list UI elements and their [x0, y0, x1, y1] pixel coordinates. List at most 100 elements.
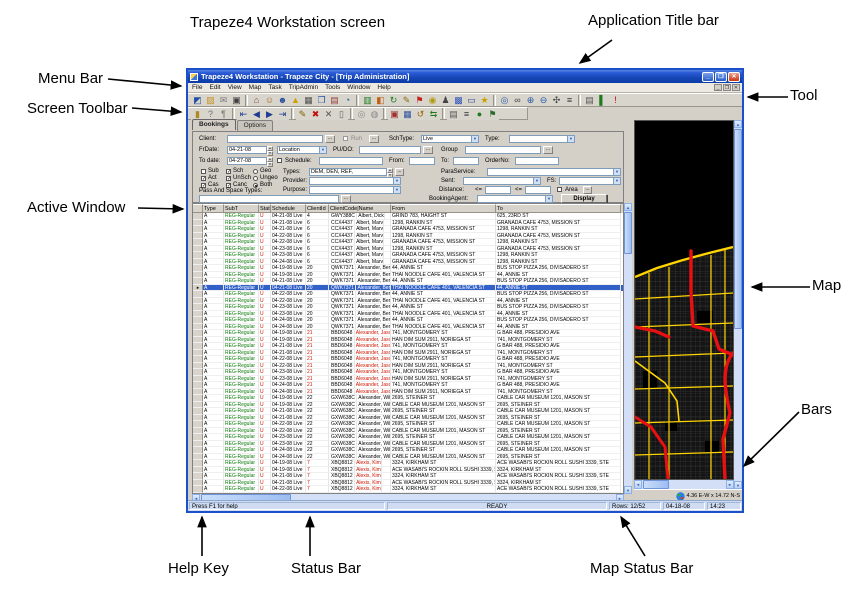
frdate-input[interactable]: 04-21-08	[227, 146, 267, 154]
menu-item-edit[interactable]: Edit	[209, 84, 221, 91]
chevron-down-icon[interactable]: ▼	[319, 147, 326, 153]
pushpin-icon[interactable]: ◉	[426, 94, 439, 106]
zoom-in-icon[interactable]: ⊕	[524, 94, 537, 106]
run-lookup-button[interactable]: ...	[369, 135, 379, 143]
scheduling-table-icon[interactable]: ▩	[452, 94, 465, 106]
copy-run-icon[interactable]: ❐	[315, 94, 328, 106]
orderno-input[interactable]	[515, 157, 559, 165]
calendar-icon[interactable]: ▤	[328, 94, 341, 106]
chevron-down-icon[interactable]: ▼	[533, 178, 540, 184]
transfer-icon[interactable]: ⇆	[427, 107, 440, 120]
distance-min-input[interactable]	[485, 186, 511, 194]
chevron-down-icon[interactable]: ▼	[393, 187, 400, 193]
group-icon[interactable]: ♟	[439, 94, 452, 106]
radio-ungeo[interactable]: Ungeo	[253, 175, 278, 181]
new-record-icon[interactable]: ▯	[335, 107, 348, 120]
menu-item-tripadmin[interactable]: TripAdmin	[288, 84, 319, 91]
pan-icon[interactable]: ✣	[550, 94, 563, 106]
alert-icon[interactable]: !	[609, 94, 622, 106]
warning-icon[interactable]: ▲	[289, 94, 302, 106]
menu-item-map[interactable]: Map	[248, 84, 262, 91]
sent-select[interactable]: ▼	[463, 177, 541, 185]
group-lookup-button[interactable]: ...	[543, 146, 553, 154]
types-spinner[interactable]: ▲▼	[387, 168, 393, 178]
monitor-icon[interactable]: ▣	[230, 94, 243, 106]
last-record-icon[interactable]: ⇥	[276, 107, 289, 120]
chevron-down-icon[interactable]: ▼	[567, 136, 574, 142]
refresh-icon[interactable]: ↻	[387, 94, 400, 106]
mdi-minimize-button[interactable]: _	[714, 84, 722, 91]
spin-up-icon[interactable]: ▲	[267, 146, 273, 151]
tab-options[interactable]: Options	[236, 120, 274, 131]
area-checkbox[interactable]	[557, 187, 562, 192]
menu-item-tools[interactable]: Tools	[325, 84, 341, 91]
checkbox-sch[interactable]: ✓Sch	[226, 168, 243, 174]
menu-item-window[interactable]: Window	[347, 84, 371, 91]
geocode-icon[interactable]: ●	[473, 107, 486, 120]
checkbox-icon[interactable]: ✓	[201, 175, 207, 182]
spin-up-icon[interactable]: ▲	[267, 157, 273, 162]
client-lookup-button[interactable]: ...	[325, 135, 335, 143]
purpose-select[interactable]: ▼	[309, 186, 401, 194]
radio-icon[interactable]	[253, 168, 258, 174]
zoom-out-icon[interactable]: ⊖	[537, 94, 550, 106]
mdi-close-button[interactable]: ✕	[732, 84, 740, 91]
radio-icon[interactable]	[253, 175, 258, 181]
area-lookup-button[interactable]: ...	[583, 186, 592, 194]
flag-icon[interactable]: ⚑	[413, 94, 426, 106]
edit-trip-icon[interactable]: ✎	[400, 94, 413, 106]
find-icon[interactable]: ◎	[498, 94, 511, 106]
schedule-input[interactable]	[319, 157, 383, 165]
frdate-spinner[interactable]: ▲▼	[267, 146, 273, 156]
types-input[interactable]: DEM, DEN, REF,	[309, 168, 387, 176]
menu-item-task[interactable]: Task	[268, 84, 282, 91]
chevron-down-icon[interactable]: ▼	[471, 136, 478, 142]
grid-icon[interactable]: ▦	[302, 94, 315, 106]
chevron-down-icon[interactable]: ▼	[613, 169, 620, 175]
pudo-lookup-button[interactable]: ...	[423, 146, 433, 154]
chevron-down-icon[interactable]: ▼	[393, 178, 400, 184]
menu-item-file[interactable]: File	[192, 84, 203, 91]
type-select[interactable]: ▼	[509, 135, 575, 143]
client-icon[interactable]: ☺	[263, 94, 276, 106]
scroll-thumb[interactable]	[643, 480, 669, 489]
bookingagent-select[interactable]: ▼	[477, 195, 553, 203]
chevron-down-icon[interactable]: ▼	[613, 178, 620, 184]
context-help-icon[interactable]: ?	[204, 107, 217, 120]
key-icon[interactable]: ¶	[217, 107, 230, 120]
checkbox-icon[interactable]: ✓	[226, 175, 232, 182]
scroll-down-icon[interactable]: ▼	[624, 486, 632, 494]
radio-geo[interactable]: Geo	[253, 168, 271, 174]
chevron-down-icon[interactable]: ▼	[545, 196, 552, 202]
client-input[interactable]	[227, 135, 323, 143]
clock-icon[interactable]: ◔	[341, 94, 354, 106]
pass-types-lookup-button[interactable]: ...	[341, 195, 351, 203]
menu-item-help[interactable]: Help	[377, 84, 391, 91]
print-screen-icon[interactable]: ▤	[447, 107, 460, 120]
checkbox-canc[interactable]: ✓Canc	[226, 182, 247, 188]
title-bar[interactable]: Trapeze4 Workstation - Trapeze City - [T…	[188, 70, 742, 83]
